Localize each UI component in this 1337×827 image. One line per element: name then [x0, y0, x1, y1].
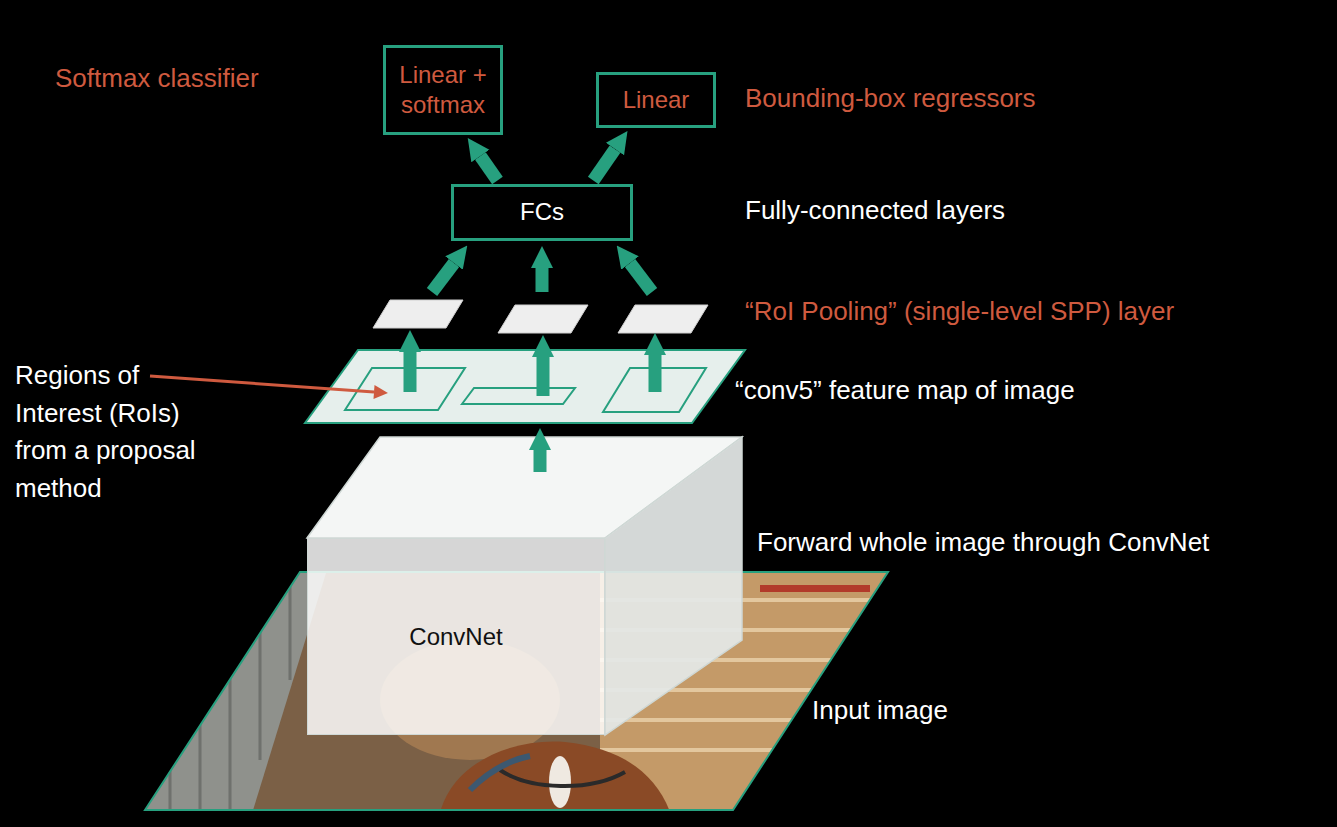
step-label: Forward whole image through ConvNet — [757, 524, 1209, 562]
block-arrow — [630, 263, 652, 292]
block-arrow — [649, 355, 662, 392]
block-arrow — [432, 263, 454, 292]
component-label: Bounding-box regressors — [745, 80, 1036, 118]
block-arrow — [404, 352, 417, 392]
classifier-box: Linear + softmax — [383, 45, 503, 135]
component-label: “RoI Pooling” (single-level SPP) layer — [745, 293, 1174, 331]
roi-outline — [462, 388, 575, 404]
block-arrow — [534, 450, 547, 472]
convnet-box: ConvNet — [307, 538, 605, 735]
box-text: FCs — [520, 197, 564, 227]
component-label: Softmax classifier — [55, 60, 259, 98]
leader-line — [150, 376, 374, 392]
box-text: Linear — [623, 85, 690, 115]
photo-strap — [470, 756, 530, 790]
feature-map — [305, 350, 745, 423]
convnet-side-face — [605, 437, 742, 735]
block-arrow-connector — [480, 156, 497, 180]
box-text: Linear + softmax — [395, 60, 491, 120]
fc-box: FCs — [451, 184, 633, 241]
photo-bridle — [500, 770, 625, 786]
connector-group — [480, 149, 615, 180]
component-label: Fully-connected layers — [745, 192, 1005, 230]
component-label: Input image — [812, 692, 948, 730]
photo-horse-head — [440, 742, 670, 812]
block-arrow — [536, 268, 549, 292]
component-label: “conv5” feature map of image — [735, 372, 1075, 410]
box-text: ConvNet — [409, 622, 502, 652]
block-arrow — [537, 357, 550, 396]
photo-wall-stripes — [170, 560, 290, 820]
pooled-feature — [498, 305, 588, 333]
callout-label: Regions of Interest (RoIs) from a propos… — [15, 357, 220, 508]
pooled-feature — [618, 305, 708, 333]
pooled-feature — [373, 300, 463, 328]
block-arrow-connector — [593, 149, 615, 180]
regressor-box: Linear — [596, 72, 716, 128]
photo-horse-blaze — [549, 756, 571, 808]
photo-red-rail — [760, 585, 870, 592]
block-arrows — [410, 263, 655, 472]
photo-wall — [140, 560, 330, 820]
